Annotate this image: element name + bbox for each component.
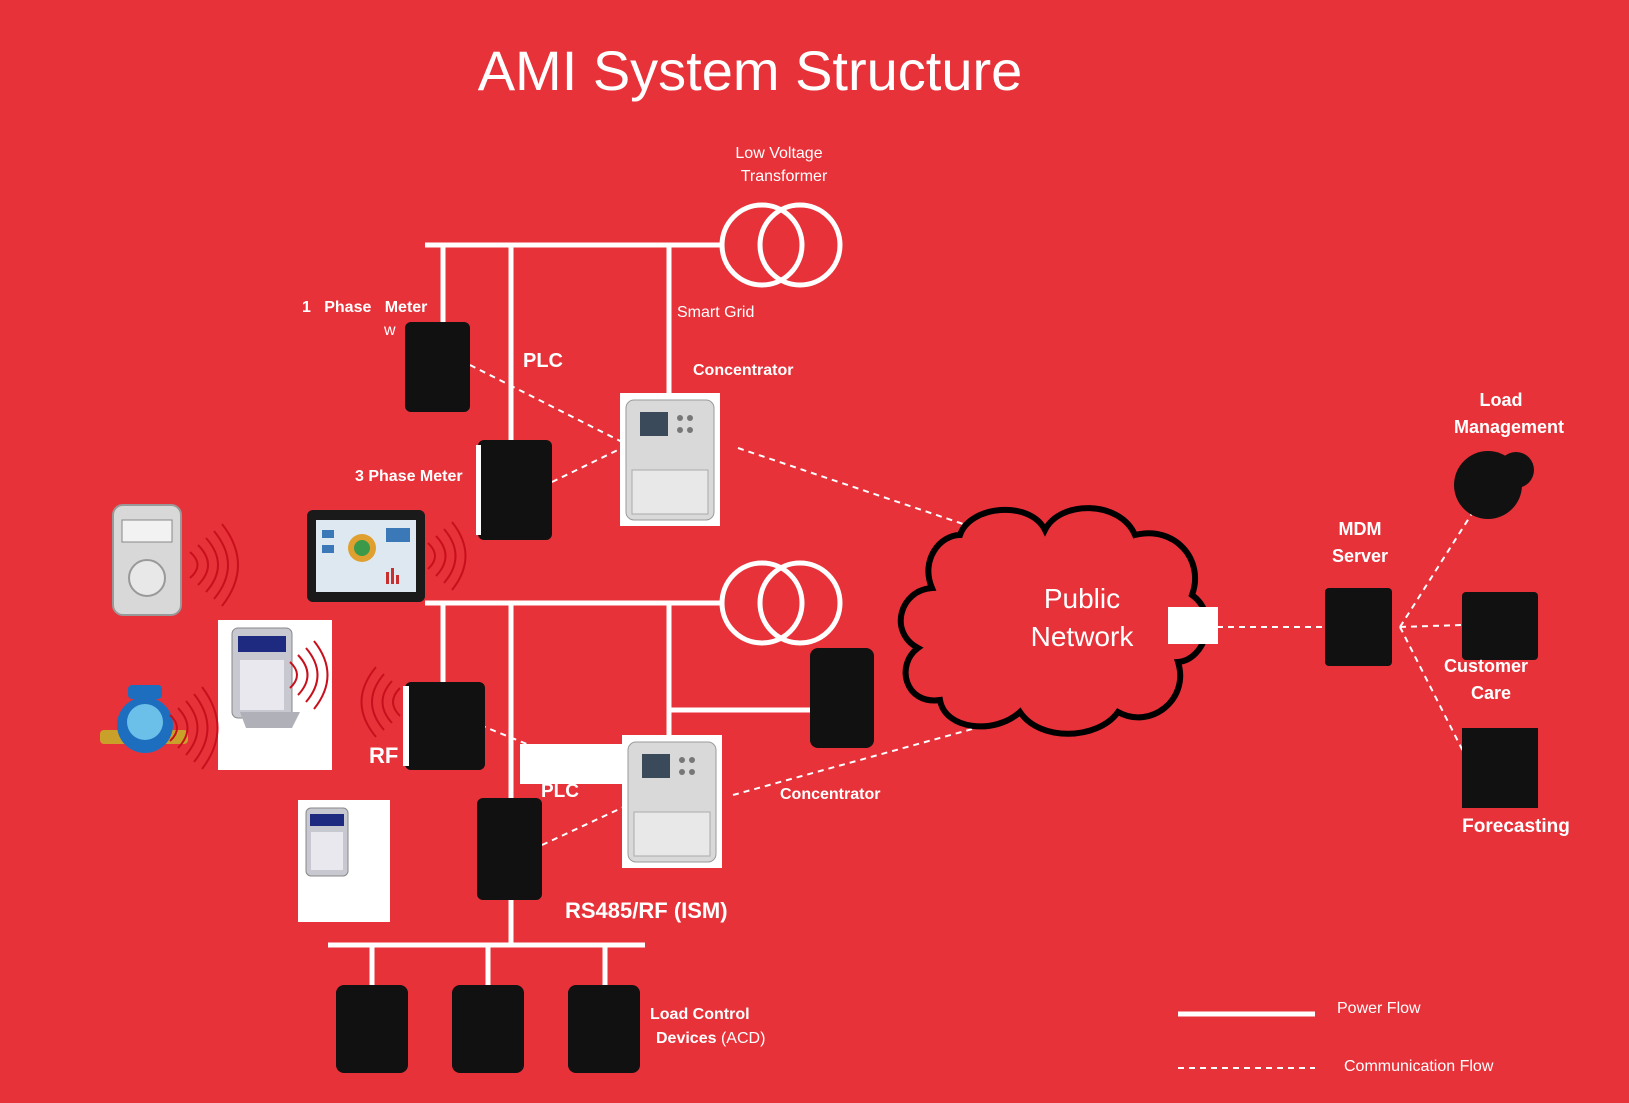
customer-care-icon [1462, 592, 1538, 660]
load-control-device-icon [452, 985, 524, 1073]
diagram-title: AMI System Structure [478, 39, 1023, 102]
rf-label: RF [369, 743, 398, 768]
rf-wave-icon [289, 640, 329, 710]
mdm-server-label: Server [1332, 546, 1388, 566]
concentrator-device-icon [622, 735, 722, 868]
smart-grid-label: Smart Grid [677, 304, 754, 321]
rf-wave-icon [427, 521, 467, 591]
keypad-terminal-icon [218, 620, 332, 770]
one-phase-meter-sublabel: w [383, 322, 396, 339]
forecasting-label: Forecasting [1462, 816, 1570, 837]
rf-wave-icon [169, 686, 219, 770]
keypad-terminal-icon [298, 800, 390, 922]
rs485-label: RS485/RF (ISM) [565, 898, 728, 923]
three-phase-meter-icon [478, 440, 552, 540]
load-management-gear-icon [1454, 451, 1534, 519]
transformer-label: Transformer [741, 168, 828, 185]
load-control-device-icon [336, 985, 408, 1073]
transformer-icon [719, 202, 843, 288]
public-network-label: Network [1031, 621, 1135, 652]
mdm-server-label: MDM [1339, 519, 1382, 539]
public-network-cloud-icon [897, 505, 1210, 737]
concentrator-top-label: Concentrator [693, 362, 793, 379]
in-home-display-tablet-icon [307, 510, 425, 602]
mdm-server-icon [1325, 588, 1392, 666]
transformer-label: Low Voltage [735, 145, 822, 162]
load-control-label: Load Control [650, 1006, 750, 1023]
transformer-icon [719, 560, 843, 646]
rf-wave-icon [360, 666, 401, 738]
rf-wave-icon [189, 523, 239, 607]
concentrator-device-icon [620, 393, 720, 526]
network-port-icon [1168, 607, 1218, 644]
communication-flow-lines [469, 364, 1491, 846]
one-phase-meter-label: 1 Phase Meter [302, 299, 427, 316]
load-control-device-icon [568, 985, 640, 1073]
gas-meter-icon [112, 504, 182, 616]
legend-communication-flow-label: Communication Flow [1344, 1058, 1494, 1075]
load-management-label: Load [1480, 390, 1523, 410]
customer-care-label: Customer [1444, 656, 1528, 676]
rf-meter-icon [405, 682, 485, 770]
plc-bottom-label: PLC [541, 781, 579, 802]
legend-power-flow-label: Power Flow [1337, 1000, 1421, 1017]
water-meter-icon [100, 685, 188, 753]
three-phase-meter-label: 3 Phase Meter [355, 468, 463, 485]
public-network-label: Public [1044, 583, 1120, 614]
forecasting-icon [1462, 728, 1538, 808]
plc-meter-icon [477, 798, 542, 900]
one-phase-meter-icon [405, 322, 470, 412]
legend: Power Flow Communication Flow [1178, 1000, 1494, 1075]
concentrator-bottom-label: Concentrator [780, 786, 880, 803]
load-control-label: Devices (ACD) [656, 1030, 765, 1047]
load-management-label: Management [1454, 417, 1564, 437]
meter-icon [810, 648, 874, 748]
customer-care-label: Care [1471, 683, 1511, 703]
plc-top-label: PLC [523, 350, 563, 372]
